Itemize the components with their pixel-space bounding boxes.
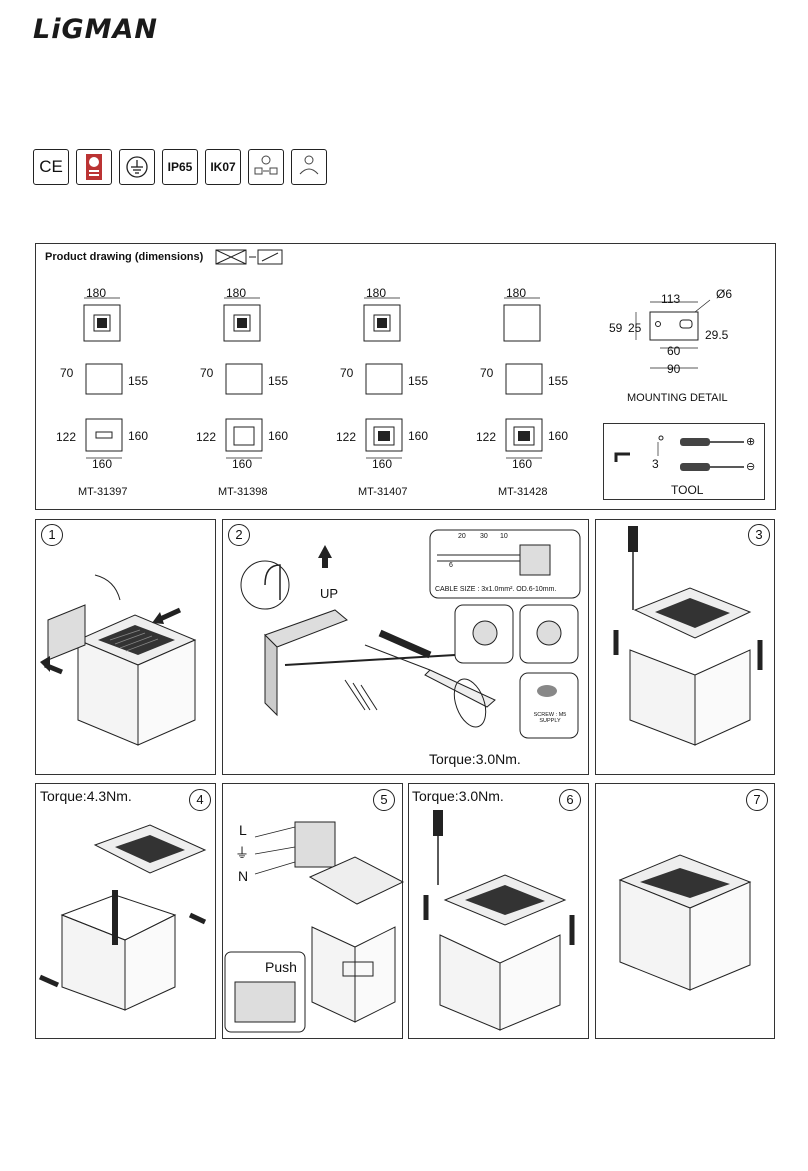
model-name-1: MT-31398 xyxy=(218,486,268,498)
side-view xyxy=(225,363,263,395)
product-drawing-title: Product drawing (dimensions) xyxy=(45,251,204,263)
tool-caption: TOOL xyxy=(671,483,704,497)
side-view xyxy=(365,363,403,395)
quality-certificate-icon xyxy=(76,149,112,185)
dim-total-height-0: 155 xyxy=(128,374,149,388)
step-6-illustration xyxy=(423,810,575,1031)
dim-depth-2: 122 xyxy=(336,430,357,444)
step-1-illustration xyxy=(40,574,197,746)
tool-size-3: 3 xyxy=(652,457,659,471)
up-label: UP xyxy=(320,586,339,601)
mounting-dim-60: 60 xyxy=(667,344,681,358)
dim-upper-height-2: 70 xyxy=(340,366,354,380)
step-2-number: 2 xyxy=(228,524,250,546)
model-name-0: MT-31397 xyxy=(78,486,128,498)
top-view xyxy=(223,304,261,342)
dim-upper-height-0: 70 xyxy=(60,366,74,380)
step-4-number: 4 xyxy=(189,789,211,811)
neutral-label: N xyxy=(238,868,249,884)
dim-width-3: 180 xyxy=(506,286,527,300)
front-view xyxy=(505,418,543,452)
side-view xyxy=(85,363,123,395)
mounting-dim-25: 25 xyxy=(628,321,642,335)
step-4-illustration xyxy=(38,824,207,1011)
dim-base-3: 160 xyxy=(512,457,533,471)
cable-size-text: CABLE SIZE : 3x1.0mm². OD.6-10mm. xyxy=(435,586,557,593)
step-2-torque: Torque:3.0Nm. xyxy=(429,751,521,767)
brand-logo: LiGMAN xyxy=(33,14,158,45)
step-5-number: 5 xyxy=(373,789,395,811)
step-1-number: 1 xyxy=(41,524,63,546)
model-name-3: MT-31428 xyxy=(498,486,548,498)
push-label: Push xyxy=(265,959,297,975)
dim-base-1: 160 xyxy=(232,457,253,471)
cable-dim-20: 20 xyxy=(458,533,466,540)
dim-width-1: 180 xyxy=(226,286,247,300)
dim-depth-1: 122 xyxy=(196,430,217,444)
tool-drawing xyxy=(614,435,744,471)
dim-width-0: 180 xyxy=(86,286,107,300)
step-4-torque: Torque:4.3Nm. xyxy=(40,788,132,804)
step-5-illustration xyxy=(224,821,405,1033)
step-3-illustration xyxy=(613,526,763,746)
dim-depth-0: 122 xyxy=(56,430,77,444)
dim-total-height-3: 155 xyxy=(548,374,569,388)
certification-row: CE IP65 IK07 xyxy=(33,149,327,185)
installation-wiring-icon xyxy=(291,149,327,185)
mounting-dim-90: 90 xyxy=(667,362,681,376)
tool-box xyxy=(603,423,765,500)
step-6-number: 6 xyxy=(559,789,581,811)
dim-total-height-2: 155 xyxy=(408,374,429,388)
dimension-drawings xyxy=(83,297,543,459)
top-view xyxy=(503,304,541,342)
cable-dim-6: 6 xyxy=(449,562,453,569)
step-7-illustration xyxy=(618,854,752,991)
dim-side-3: 160 xyxy=(548,429,569,443)
ip65-rating-badge: IP65 xyxy=(162,149,198,185)
dim-upper-height-1: 70 xyxy=(200,366,214,380)
cable-dim-10: 10 xyxy=(500,533,508,540)
dim-depth-3: 122 xyxy=(476,430,497,444)
dim-total-height-1: 155 xyxy=(268,374,289,388)
ce-mark-icon: CE xyxy=(33,149,69,185)
light-distribution-icon xyxy=(215,249,283,265)
dim-side-0: 160 xyxy=(128,429,149,443)
step-6-torque: Torque:3.0Nm. xyxy=(412,788,504,804)
installation-technician-icon xyxy=(248,149,284,185)
screw-supply-text: SCREW : M5 SUPPLY xyxy=(533,712,567,724)
top-view xyxy=(83,304,121,342)
live-label: L xyxy=(239,822,247,838)
dim-base-0: 160 xyxy=(92,457,113,471)
mounting-dim-29-5: 29.5 xyxy=(705,328,729,342)
dim-upper-height-3: 70 xyxy=(480,366,494,380)
step-7-number: 7 xyxy=(746,789,768,811)
dim-side-2: 160 xyxy=(408,429,429,443)
top-view xyxy=(363,304,401,342)
mounting-dim-113: 113 xyxy=(661,292,681,306)
earth-ground-icon xyxy=(119,149,155,185)
step-3-number: 3 xyxy=(748,524,770,546)
front-view xyxy=(365,418,403,452)
ik07-rating-badge: IK07 xyxy=(205,149,241,185)
step-2-illustration xyxy=(240,529,581,739)
mounting-dim-hole: Ø6 xyxy=(716,287,733,301)
front-view xyxy=(225,418,263,452)
dim-width-2: 180 xyxy=(366,286,387,300)
side-view xyxy=(505,363,543,395)
mounting-detail-caption: MOUNTING DETAIL xyxy=(627,392,728,404)
mounting-detail-drawing xyxy=(635,299,711,369)
cable-dim-30: 30 xyxy=(480,533,488,540)
dim-side-1: 160 xyxy=(268,429,289,443)
phillips-tip-icon: ⊕ xyxy=(746,436,756,448)
flat-tip-icon: ⊖ xyxy=(746,461,756,473)
front-view xyxy=(85,418,123,452)
mounting-dim-59: 59 xyxy=(609,321,623,335)
model-name-2: MT-31407 xyxy=(358,486,408,498)
earth-label: ⏚ xyxy=(235,845,249,861)
dim-base-2: 160 xyxy=(372,457,393,471)
